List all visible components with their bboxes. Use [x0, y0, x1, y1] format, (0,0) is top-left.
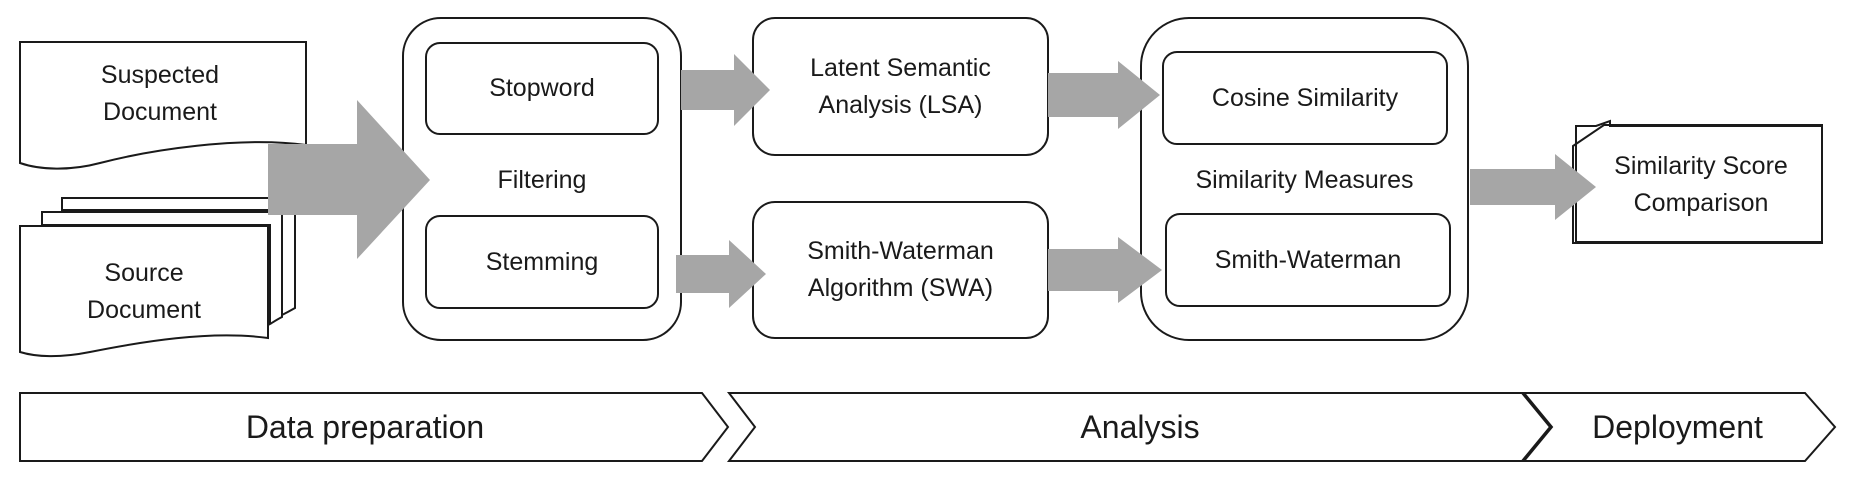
input-arrow	[268, 100, 430, 259]
stopword-label: Stopword	[489, 74, 595, 102]
cosine-similarity-label: Cosine Similarity	[1211, 83, 1399, 112]
source-document-shape	[19, 225, 269, 358]
output-label: Similarity Score Comparison	[1614, 152, 1788, 217]
data-preparation-chevron	[19, 392, 730, 462]
filtering-label: Filtering	[497, 165, 587, 194]
similarity-measures-label: Similarity Measures	[1195, 165, 1414, 194]
source-document-label: Source Document	[87, 259, 201, 324]
swa-label: Smith-Waterman Algorithm (SWA)	[807, 237, 994, 302]
phase-data-preparation-label: Data preparation	[245, 409, 485, 445]
lsa-label: Latent Semantic Analysis (LSA)	[810, 53, 991, 119]
deployment-chevron	[1519, 392, 1837, 462]
arrow-swa-to-smith-waterman	[1048, 237, 1162, 303]
arrow-similarity-to-output	[1470, 154, 1596, 220]
cosine-box	[1162, 51, 1448, 145]
arrow-stopword-to-lsa	[681, 54, 770, 126]
stopword-box	[425, 42, 659, 135]
source-document-back-1	[41, 211, 283, 326]
smith-waterman-label: Smith-Waterman	[1214, 245, 1402, 274]
arrow-stemming-to-swa	[676, 240, 766, 308]
stemming-label: Stemming	[485, 247, 599, 276]
arrow-lsa-to-cosine	[1048, 61, 1160, 129]
suspected-document-label: Suspected Document	[100, 61, 220, 126]
phase-deployment-label: Deployment	[1592, 409, 1763, 445]
output-card-corner	[1572, 124, 1823, 244]
smith-waterman-box	[1165, 213, 1451, 307]
suspected-document-shape	[19, 41, 307, 170]
stemming-box	[425, 215, 659, 309]
phase-analysis-label: Analysis	[1080, 409, 1200, 445]
similarity-container	[1140, 17, 1469, 341]
